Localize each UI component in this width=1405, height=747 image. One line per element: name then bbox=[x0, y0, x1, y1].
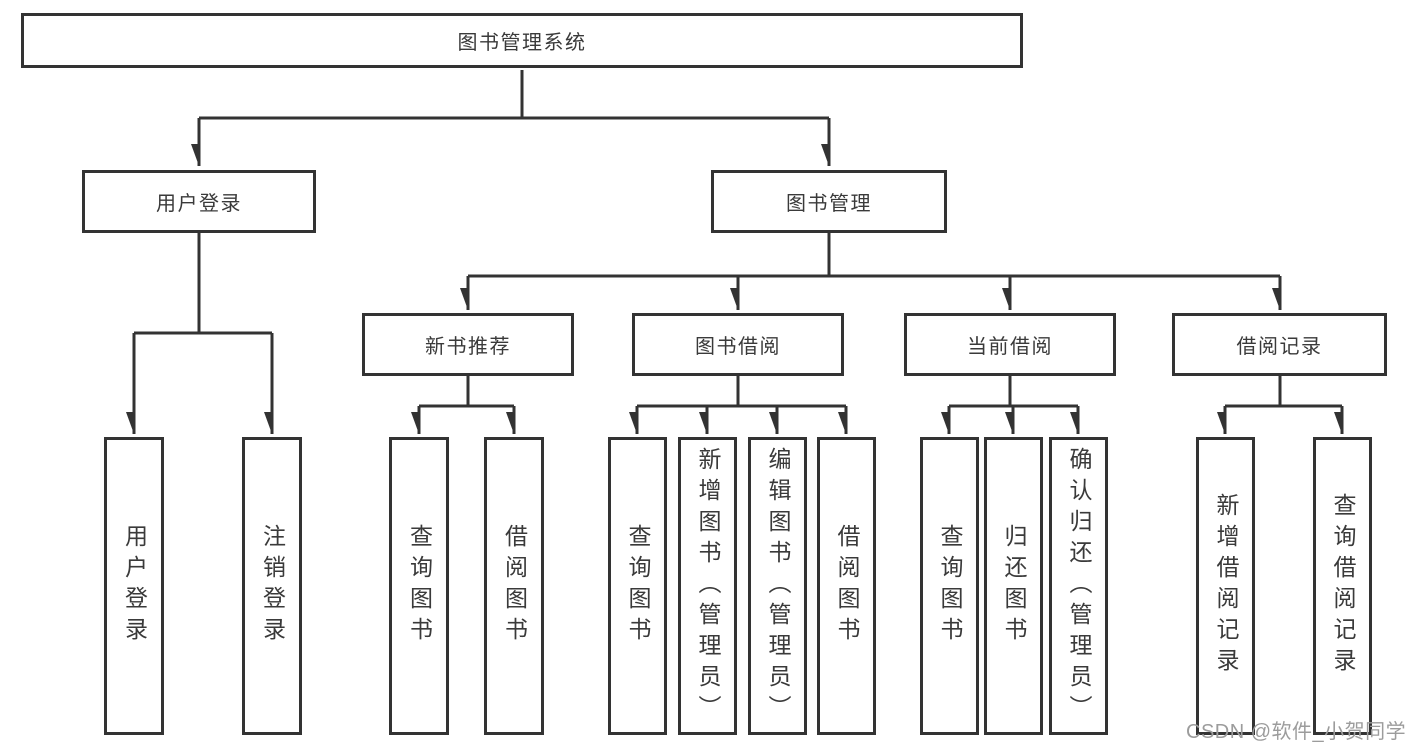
node-book-borrowing: 图书借阅 bbox=[632, 313, 844, 376]
leaf-borrow-books-recommend: 借阅图书 bbox=[484, 437, 544, 735]
connector-new-book-branch bbox=[419, 376, 514, 408]
leaf-query-books-current: 查询图书 bbox=[920, 437, 979, 735]
leaf-edit-book-admin-label: 编辑图书（管理员） bbox=[765, 446, 791, 726]
leaf-user-login: 用户登录 bbox=[104, 437, 164, 735]
leaf-return-books-label: 归还图书 bbox=[1001, 524, 1027, 648]
node-borrowing-records-label: 借阅记录 bbox=[1236, 336, 1323, 358]
csdn-watermark: CSDN @软件_小贺同学 bbox=[1186, 721, 1405, 743]
node-borrowing-records: 借阅记录 bbox=[1172, 313, 1387, 376]
connector-root-branch bbox=[199, 70, 829, 120]
node-new-book-recommendation: 新书推荐 bbox=[362, 313, 574, 376]
connector-book-management-branch bbox=[468, 233, 1280, 278]
leaf-add-borrow-record: 新增借阅记录 bbox=[1196, 437, 1255, 735]
leaf-query-books-recommend: 查询图书 bbox=[389, 437, 449, 735]
leaf-borrow-books-borrowing-label: 借阅图书 bbox=[834, 524, 860, 648]
leaf-confirm-return-admin-label: 确认归还（管理员） bbox=[1066, 446, 1092, 726]
connector-current-borrowing-branch bbox=[949, 376, 1078, 408]
node-current-borrowing-label: 当前借阅 bbox=[967, 336, 1053, 358]
leaf-query-borrow-record-label: 查询借阅记录 bbox=[1330, 493, 1356, 679]
leaf-query-books-current-label: 查询图书 bbox=[937, 524, 963, 648]
leaf-query-borrow-record: 查询借阅记录 bbox=[1313, 437, 1372, 735]
node-book-borrowing-label: 图书借阅 bbox=[695, 336, 781, 358]
node-new-book-recommendation-label: 新书推荐 bbox=[425, 336, 511, 358]
node-book-management: 图书管理 bbox=[711, 170, 947, 233]
leaf-confirm-return-admin: 确认归还（管理员） bbox=[1049, 437, 1108, 735]
node-user-login-label: 用户登录 bbox=[156, 193, 242, 215]
leaf-logout-label: 注销登录 bbox=[259, 524, 286, 648]
leaf-user-login-label: 用户登录 bbox=[121, 524, 148, 648]
node-library-system-label: 图书管理系统 bbox=[457, 32, 587, 54]
leaf-add-borrow-record-label: 新增借阅记录 bbox=[1213, 493, 1239, 679]
connector-borrowing-records-branch bbox=[1225, 376, 1342, 408]
node-library-system: 图书管理系统 bbox=[21, 13, 1023, 68]
leaf-borrow-books-recommend-label: 借阅图书 bbox=[501, 524, 528, 648]
leaf-add-book-admin-label: 新增图书（管理员） bbox=[695, 446, 721, 726]
leaf-return-books: 归还图书 bbox=[984, 437, 1043, 735]
node-user-login: 用户登录 bbox=[82, 170, 316, 233]
leaf-query-books-recommend-label: 查询图书 bbox=[406, 524, 433, 648]
leaf-logout: 注销登录 bbox=[242, 437, 302, 735]
leaf-add-book-admin: 新增图书（管理员） bbox=[678, 437, 737, 735]
node-book-management-label: 图书管理 bbox=[786, 193, 872, 215]
node-current-borrowing: 当前借阅 bbox=[904, 313, 1116, 376]
connector-book-borrowing-branch bbox=[637, 376, 846, 408]
leaf-query-books-borrowing: 查询图书 bbox=[608, 437, 667, 735]
leaf-query-books-borrowing-label: 查询图书 bbox=[625, 524, 651, 648]
leaf-edit-book-admin: 编辑图书（管理员） bbox=[748, 437, 807, 735]
connector-user-login-branch bbox=[134, 233, 272, 335]
leaf-borrow-books-borrowing: 借阅图书 bbox=[817, 437, 876, 735]
